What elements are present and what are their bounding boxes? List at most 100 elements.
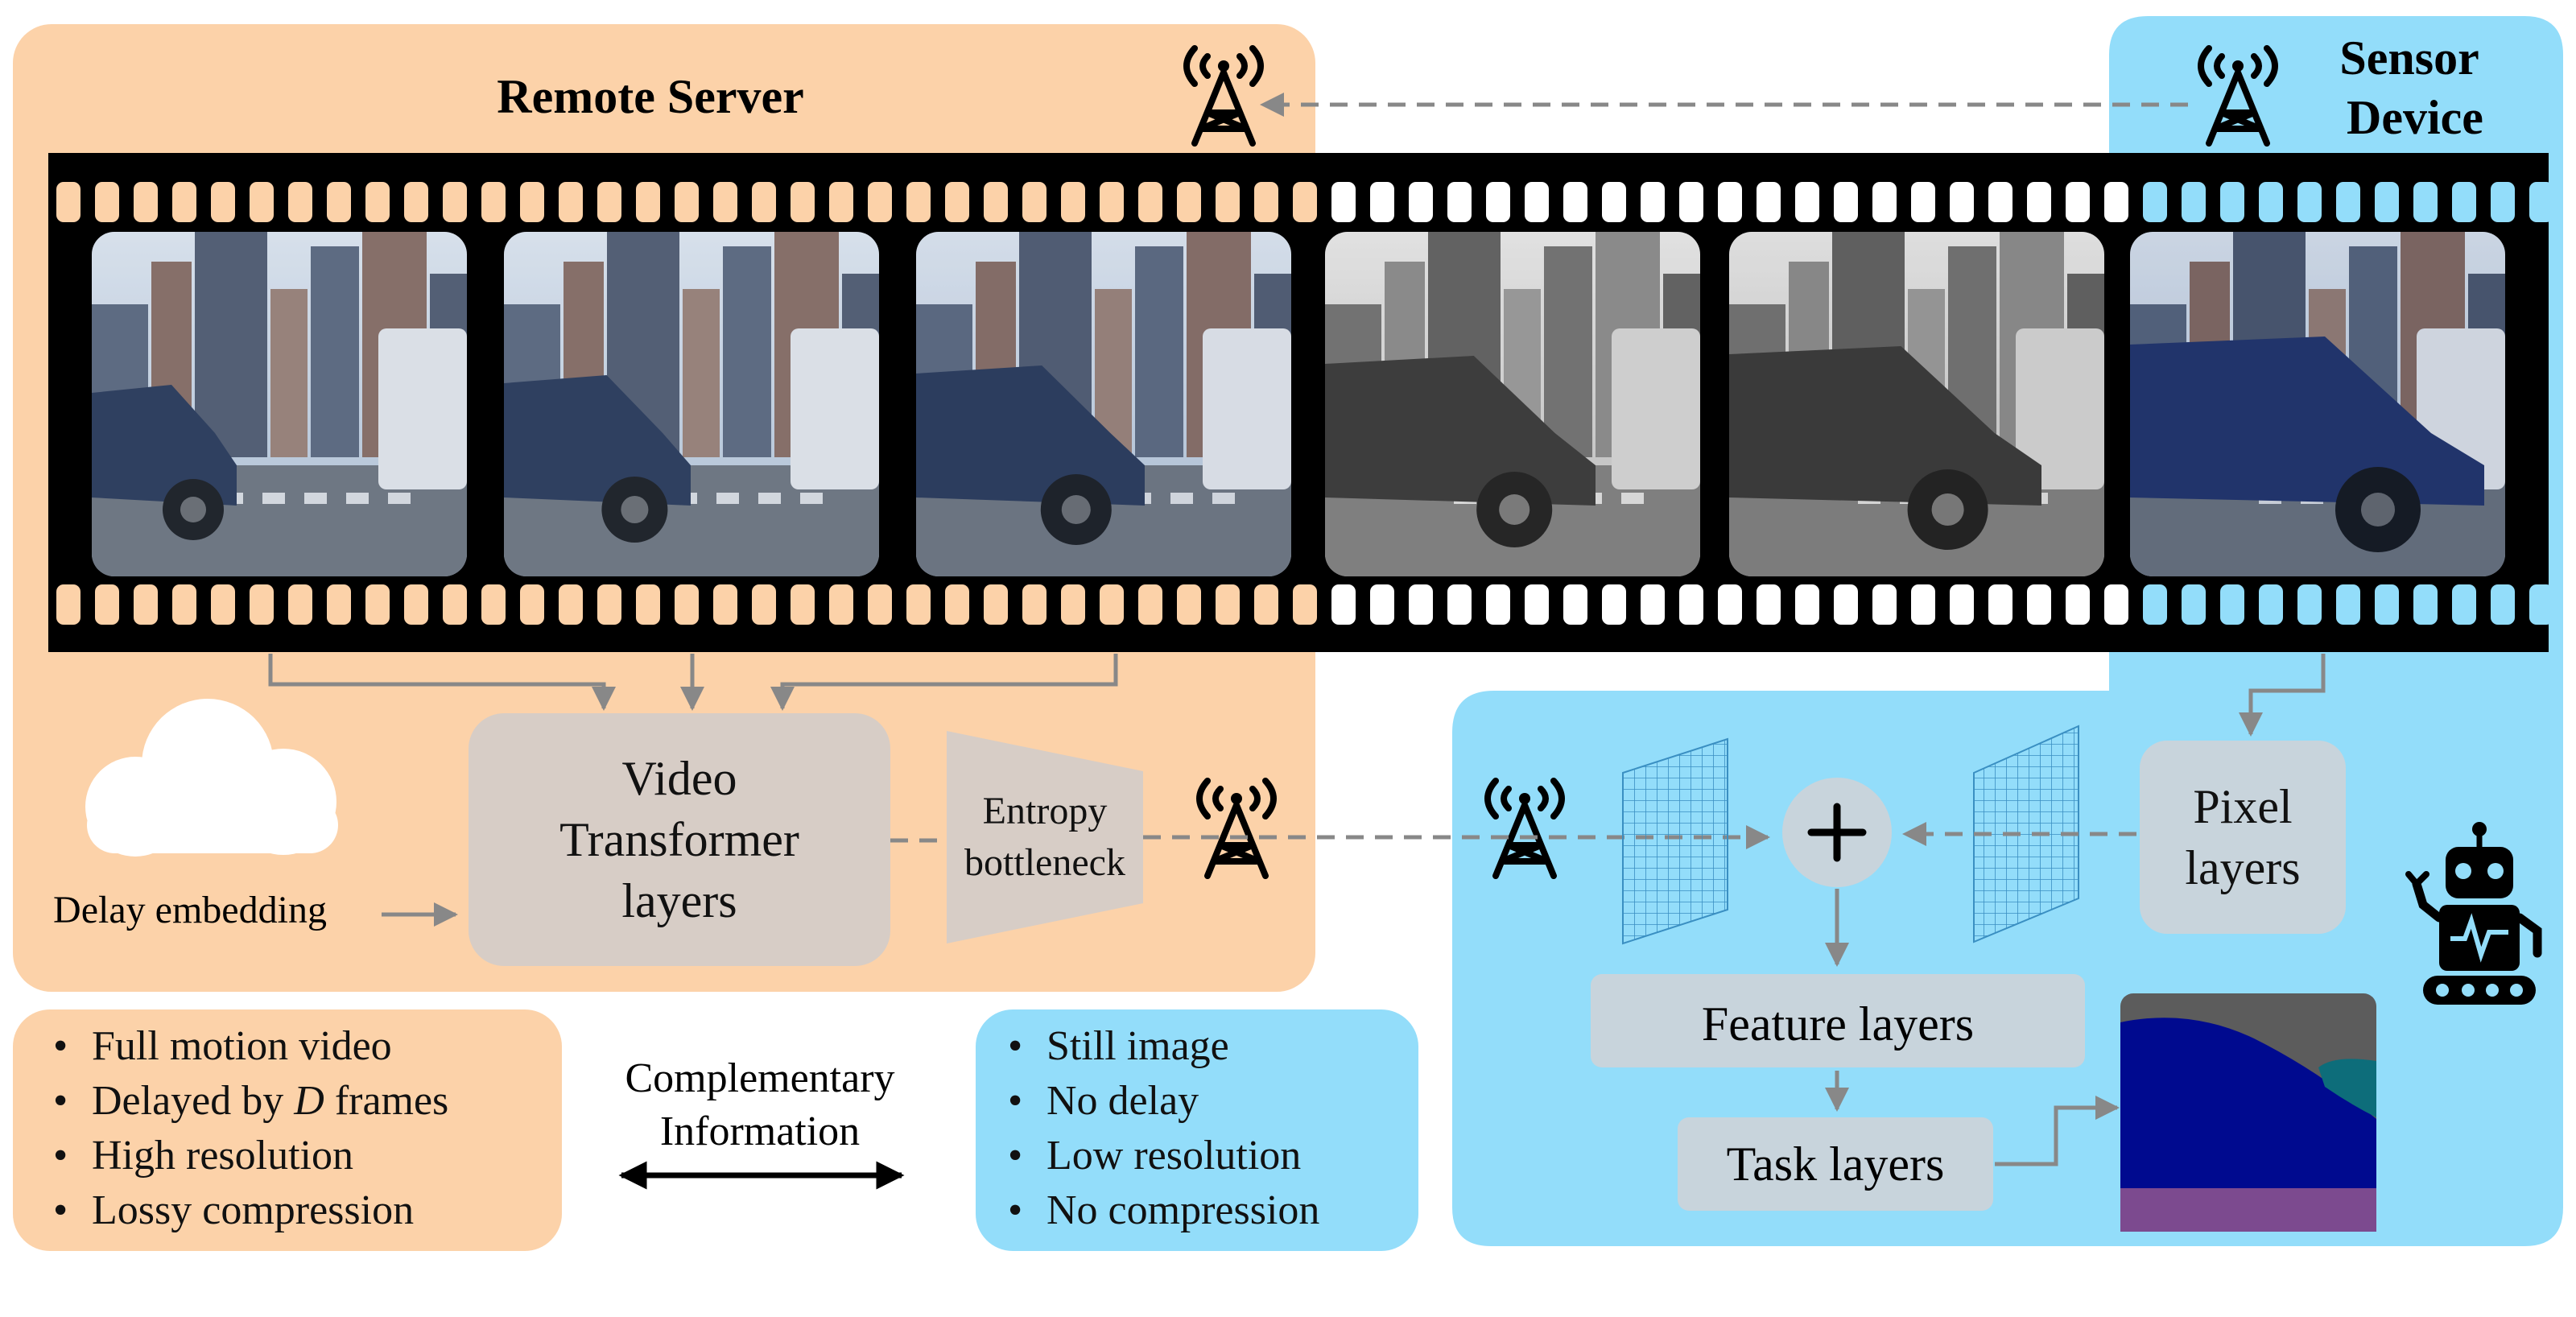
film-sprocket-hole: [1100, 584, 1124, 625]
film-sprocket-hole: [1795, 584, 1819, 625]
film-sprocket-hole: [1911, 584, 1935, 625]
film-sprocket-hole: [443, 584, 467, 625]
film-sprocket-hole: [1525, 182, 1549, 222]
film-sprocket-hole: [2529, 182, 2553, 222]
film-sprocket-hole: [713, 182, 737, 222]
sensor-property-item: No compression: [984, 1183, 1319, 1238]
film-sprocket-hole: [597, 182, 621, 222]
film-sprocket-hole: [2375, 182, 2399, 222]
video-frame-2: [504, 232, 879, 576]
film-sprocket-hole: [520, 584, 544, 625]
film-sprocket-hole: [1679, 182, 1703, 222]
film-sprocket-hole: [1331, 182, 1356, 222]
complementary-label-line2: Information: [660, 1109, 860, 1154]
film-sprocket-hole: [1022, 182, 1046, 222]
entropy-bottleneck-block: [947, 731, 1143, 943]
film-sprocket-hole: [95, 182, 119, 222]
film-sprocket-hole: [1563, 584, 1587, 625]
video-frame-4: [1325, 232, 1700, 576]
film-sprocket-hole: [1254, 182, 1278, 222]
film-sprocket-hole: [365, 182, 390, 222]
entropy-bottleneck-label: Entropy bottleneck: [964, 790, 1125, 884]
film-sprocket-hole: [2297, 584, 2322, 625]
sensor-properties-list: Still image No delay Low resolution No c…: [984, 1019, 1319, 1238]
film-sprocket-hole: [520, 182, 544, 222]
film-sprocket-hole: [1757, 584, 1781, 625]
film-sprocket-hole: [1834, 584, 1858, 625]
film-sprocket-hole: [288, 584, 312, 625]
feature-grid-icon: [1622, 737, 1728, 945]
film-sprocket-hole: [327, 182, 351, 222]
film-sprocket-hole: [2182, 584, 2206, 625]
film-sprocket-hole: [404, 584, 428, 625]
film-sprocket-hole: [1138, 182, 1162, 222]
remote-property-item: High resolution: [29, 1129, 448, 1183]
antenna-tower-icon: [2198, 45, 2278, 147]
film-sprocket-hole: [134, 182, 158, 222]
film-sprocket-hole: [2104, 182, 2128, 222]
film-sprocket-hole: [791, 182, 815, 222]
film-sprocket-hole: [829, 182, 853, 222]
film-sprocket-hole: [752, 182, 776, 222]
film-sprocket-hole: [1988, 182, 2013, 222]
film-sprocket-hole: [636, 182, 660, 222]
film-sprocket-hole: [984, 182, 1008, 222]
film-sprocket-hole: [1602, 584, 1626, 625]
film-sprocket-hole: [2297, 182, 2322, 222]
film-sprocket-hole: [1100, 182, 1124, 222]
film-sprocket-hole: [597, 584, 621, 625]
film-sprocket-hole: [1138, 584, 1162, 625]
film-sprocket-hole: [1718, 182, 1742, 222]
film-sprocket-hole: [172, 182, 196, 222]
film-sprocket-hole: [250, 182, 274, 222]
film-sprocket-hole: [1563, 182, 1587, 222]
film-sprocket-hole: [906, 182, 931, 222]
film-sprocket-hole: [1177, 182, 1201, 222]
film-sprocket-hole: [2452, 584, 2476, 625]
video-frame-6: [2130, 232, 2505, 576]
film-sprocket-hole: [868, 182, 892, 222]
film-sprocket-hole: [1872, 182, 1897, 222]
film-sprocket-hole: [1061, 182, 1085, 222]
film-sprocket-hole: [636, 584, 660, 625]
feature-grid-icon: [1973, 725, 2079, 943]
video-transformer-label: Video Transformer layers: [559, 752, 799, 927]
film-sprocket-hole: [2182, 182, 2206, 222]
pixel-layers-label: Pixel layers: [2185, 780, 2301, 894]
task-layers-block: [1678, 1117, 1993, 1211]
remote-properties-list: Full motion video Delayed by D frames Hi…: [29, 1019, 448, 1238]
film-sprocket-hole: [2220, 182, 2244, 222]
film-sprocket-hole: [1641, 182, 1665, 222]
film-sprocket-hole: [56, 182, 80, 222]
film-strip: [48, 153, 2553, 652]
task-layers-label: Task layers: [1727, 1137, 1945, 1191]
film-sprocket-hole: [1486, 182, 1510, 222]
film-sprocket-hole: [250, 584, 274, 625]
film-sprocket-hole: [211, 182, 235, 222]
film-sprocket-hole: [1293, 182, 1317, 222]
film-sprocket-hole: [2413, 182, 2438, 222]
film-sprocket-hole: [791, 584, 815, 625]
film-sprocket-hole: [1370, 182, 1394, 222]
sensor-property-item: Low resolution: [984, 1129, 1319, 1183]
plus-icon: [1807, 803, 1867, 862]
film-sprocket-hole: [1216, 584, 1240, 625]
film-sprocket-hole: [365, 584, 390, 625]
film-sprocket-hole: [2104, 584, 2128, 625]
film-sprocket-hole: [443, 182, 467, 222]
remote-property-item: Full motion video: [29, 1019, 448, 1074]
film-sprocket-hole: [2336, 182, 2360, 222]
film-sprocket-hole: [1950, 182, 1974, 222]
film-sprocket-hole: [1293, 584, 1317, 625]
film-sprocket-hole: [2452, 182, 2476, 222]
film-sprocket-hole: [1602, 182, 1626, 222]
film-sprocket-hole: [945, 584, 969, 625]
segmentation-output-image: [2120, 993, 2376, 1232]
film-sprocket-hole: [2259, 182, 2283, 222]
film-sprocket-hole: [868, 584, 892, 625]
film-sprocket-hole: [1177, 584, 1201, 625]
film-sprocket-hole: [1718, 584, 1742, 625]
frame-to-pixel-arrow: [2239, 654, 2326, 737]
film-sprocket-hole: [675, 182, 699, 222]
film-frames: [92, 232, 2505, 576]
